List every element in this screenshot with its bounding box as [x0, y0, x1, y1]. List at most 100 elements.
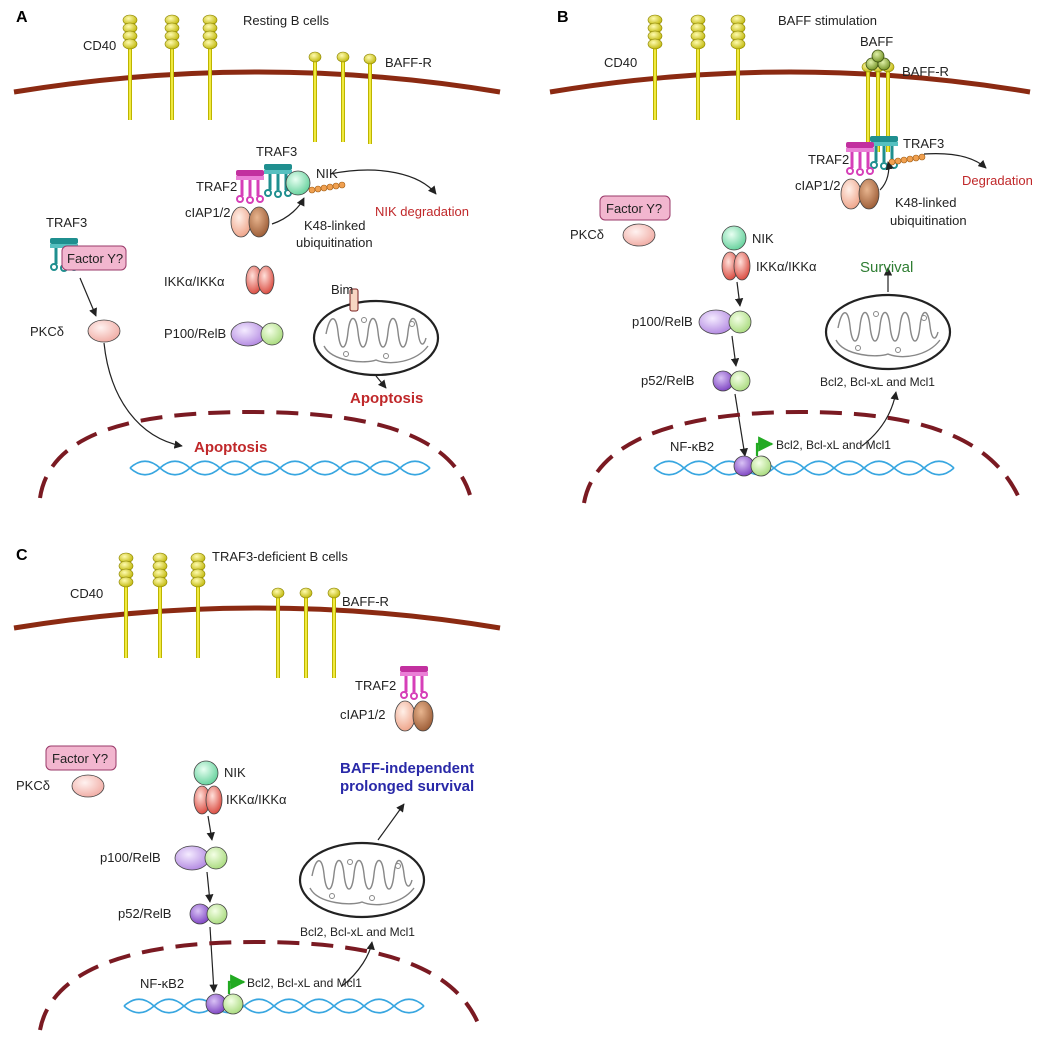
pkc-protein [622, 223, 656, 247]
p100-to-p52-arrow [730, 335, 740, 367]
nfkb2-dimer [205, 993, 244, 1015]
cell-membrane [549, 69, 1031, 95]
mitochondrion [312, 299, 440, 377]
p52-to-nucleus-arrow [209, 926, 218, 993]
traf2-protein [234, 168, 266, 205]
cd40-receptors [646, 13, 747, 122]
dna-helix [123, 998, 425, 1014]
p100-relb-proteins [698, 309, 752, 335]
apoptosis-mito-label: Apoptosis [350, 390, 423, 407]
survival-label-line1: BAFF-independent [340, 760, 474, 777]
nik-protein [721, 225, 747, 251]
apoptosis-nucleus-label: Apoptosis [194, 439, 267, 456]
bim-protein [349, 288, 359, 312]
bcl-nucleus-label: Bcl2, Bcl-xL and Mcl1 [776, 438, 891, 452]
baff-r-label: BAFF-R [902, 64, 949, 79]
panel-b: B BAFF stimulation CD40 BAFF BAFF-R TRAF… [549, 9, 1033, 504]
factor-y-box [45, 745, 117, 771]
traf3-left-label: TRAF3 [46, 215, 87, 230]
panel-b-letter: B [557, 9, 569, 26]
nik-protein [285, 170, 311, 196]
survival-label: Survival [860, 259, 913, 276]
factor-y-label: Factor Y? [52, 751, 108, 766]
mitochondrion [824, 293, 952, 371]
traf2-label: TRAF2 [196, 179, 237, 194]
ciap-label: cIAP1/2 [185, 205, 231, 220]
panel-a-letter: A [16, 9, 28, 26]
transcription-arrow [755, 436, 774, 456]
mito-to-survival-arrow [377, 803, 405, 841]
pkc-label: PKCδ [16, 778, 50, 793]
panel-c-letter: C [16, 547, 28, 564]
factor-y-to-pkc-arrow [79, 277, 97, 317]
transcription-arrow [227, 974, 246, 994]
bcl-mito-label: Bcl2, Bcl-xL and Mcl1 [820, 375, 935, 389]
traf3-label: TRAF3 [256, 144, 297, 159]
bcl-to-mito-arrow [341, 941, 375, 987]
ciap-proteins [230, 206, 270, 238]
ikk-label: IKKα/IKKα [226, 792, 287, 807]
nfkb2-label: NF-κB2 [670, 439, 714, 454]
nik-label: NIK [224, 765, 246, 780]
traf2-label: TRAF2 [355, 678, 396, 693]
k48-label-line1: K48-linked [895, 195, 956, 210]
traf2-protein [844, 140, 876, 177]
dna-helix [129, 460, 431, 476]
degradation-arrow [923, 153, 987, 169]
factor-y-box [599, 195, 671, 221]
mito-apoptosis-arrow [375, 375, 387, 389]
k48-label-line2: ubiquitination [296, 235, 373, 250]
mitochondrion [298, 841, 426, 919]
ikk-label: IKKα/IKKα [164, 274, 225, 289]
nik-protein [193, 760, 219, 786]
ciap-proteins [840, 178, 880, 210]
p100-to-p52-arrow [205, 871, 214, 903]
nucleus-envelope [38, 409, 472, 499]
panel-c: C TRAF3-deficient B cells CD40 BAFF-R TR… [13, 547, 501, 1031]
nik-label: NIK [752, 231, 774, 246]
baff-r-receptors [307, 50, 378, 146]
p52-label: p52/RelB [118, 906, 171, 921]
ubiquitin-chain [308, 181, 346, 194]
panel-b-title: BAFF stimulation [778, 13, 877, 28]
ciap-proteins [394, 700, 434, 732]
p100-label: P100/RelB [164, 326, 226, 341]
traf2-label: TRAF2 [808, 152, 849, 167]
panel-a: A Resting B cells CD40 BAFF-R TRAF3 TRAF… [13, 9, 501, 499]
ikk-proteins [245, 265, 275, 295]
baff-label: BAFF [860, 34, 893, 49]
survival-label-line2: prolonged survival [340, 778, 474, 795]
cd40-label: CD40 [83, 38, 116, 53]
cd40-receptors [117, 551, 207, 660]
dna-helix [653, 460, 955, 476]
p100-relb-proteins [230, 321, 284, 347]
traf3-label: TRAF3 [903, 136, 944, 151]
pkc-label: PKCδ [30, 324, 64, 339]
p52-relb-proteins [189, 903, 228, 925]
bim-label: Bim [331, 282, 353, 297]
ikk-to-p100-arrow [734, 281, 744, 307]
k48-label-line2: ubiquitination [890, 213, 967, 228]
p100-label: p100/RelB [632, 314, 693, 329]
cell-membrane [13, 605, 501, 631]
p100-relb-proteins [174, 845, 228, 871]
cell-membrane [13, 69, 501, 95]
bcl-mito-label: Bcl2, Bcl-xL and Mcl1 [300, 925, 415, 939]
ciap-label: cIAP1/2 [795, 178, 841, 193]
baff-r-receptors [270, 586, 342, 680]
panel-a-title: Resting B cells [243, 13, 329, 28]
nik-label: NIK [316, 166, 338, 181]
p52-relb-proteins [712, 370, 751, 392]
factor-y-box [61, 245, 127, 271]
pkc-protein [87, 319, 121, 343]
nucleus-envelope [38, 939, 482, 1031]
p52-to-nucleus-arrow [734, 393, 748, 457]
degradation-label: Degradation [962, 173, 1033, 188]
ikk-to-p100-arrow [206, 815, 215, 841]
pkc-label: PKCδ [570, 227, 604, 242]
pkc-to-apoptosis-arrow [103, 342, 183, 449]
ubiquitination-arrow [271, 197, 305, 225]
ubiquitination-arrow [879, 161, 894, 191]
baff-r-label: BAFF-R [342, 594, 389, 609]
